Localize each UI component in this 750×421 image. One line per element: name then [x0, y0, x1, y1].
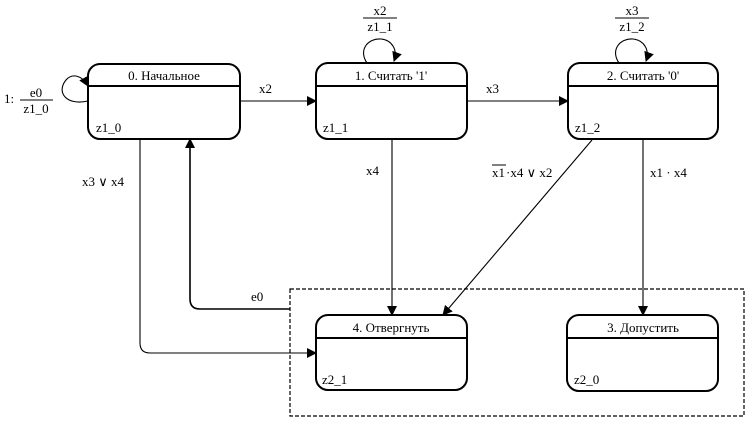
transition-s1-action: z1_1	[367, 19, 392, 34]
state-3[interactable]: 3. Допустить z2_0	[566, 314, 719, 392]
transition-s1-s2[interactable]: x3	[467, 81, 569, 106]
transition-s0-s1-label: x2	[259, 81, 272, 96]
state-2-title: 2. Считать '0'	[607, 68, 679, 83]
transition-group-s0[interactable]: e0	[185, 138, 290, 310]
transition-s1-self[interactable]: x2 z1_1	[363, 3, 402, 64]
transition-s2-s4[interactable]: x1 ·x4 ∨ x2	[442, 139, 593, 316]
transition-s1-s4[interactable]: x4	[366, 139, 397, 316]
state-3-action: z2_0	[574, 372, 599, 387]
state-2-action: z1_2	[575, 120, 600, 135]
state-1-action: z1_1	[323, 120, 348, 135]
self-loop-arrow-s0[interactable]	[61, 75, 89, 103]
transition-s2-self[interactable]: x3 z1_2	[615, 3, 654, 64]
transition-s1-s2-label: x3	[486, 81, 499, 96]
state-1[interactable]: 1. Считать '1' z1_1	[315, 62, 468, 140]
transition-s1-condition: x2	[374, 3, 387, 18]
arrow-s2-s4[interactable]	[442, 139, 593, 316]
transition-s2-s4-label-negated: x1	[492, 165, 505, 180]
transition-s0-action: z1_0	[23, 101, 48, 116]
transition-s2-s3[interactable]: x1 · x4	[638, 139, 687, 316]
self-loop-arrow-s1[interactable]	[363, 38, 402, 64]
transition-s2-s4-label-rest: ·x4 ∨ x2	[506, 165, 552, 180]
state-4-action: z2_1	[322, 372, 347, 387]
transition-s0-s4-label: x3 ∨ x4	[82, 174, 125, 189]
transition-s2-action: z1_2	[619, 19, 644, 34]
state-0[interactable]: 0. Начальное z1_0	[87, 63, 241, 140]
arrow-group-s0[interactable]	[185, 138, 290, 310]
state-2[interactable]: 2. Считать '0' z1_2	[567, 62, 719, 140]
state-4-title: 4. Отвергнуть	[353, 320, 430, 335]
transition-s0-prefix: 1:	[4, 91, 14, 106]
state-0-title: 0. Начальное	[128, 68, 200, 83]
self-loop-arrow-s2[interactable]	[615, 38, 654, 64]
transition-s2-s3-label: x1 · x4	[650, 165, 687, 180]
transition-s0-self[interactable]: 1: e0 z1_0	[4, 75, 89, 116]
transition-s1-s4-label: x4	[366, 163, 380, 178]
transition-s2-condition: x3	[626, 3, 639, 18]
arrow-s0-s4[interactable]	[139, 139, 317, 358]
transition-s0-s1[interactable]: x2	[240, 81, 317, 106]
state-4[interactable]: 4. Отвергнуть z2_1	[315, 314, 468, 391]
transition-s0-condition: e0	[30, 85, 42, 100]
transition-group-s0-label: e0	[251, 289, 263, 304]
state-1-title: 1. Считать '1'	[355, 68, 427, 83]
state-3-title: 3. Допустить	[607, 320, 679, 335]
state-0-action: z1_0	[96, 120, 121, 135]
transition-s0-s4[interactable]: x3 ∨ x4	[82, 139, 317, 358]
